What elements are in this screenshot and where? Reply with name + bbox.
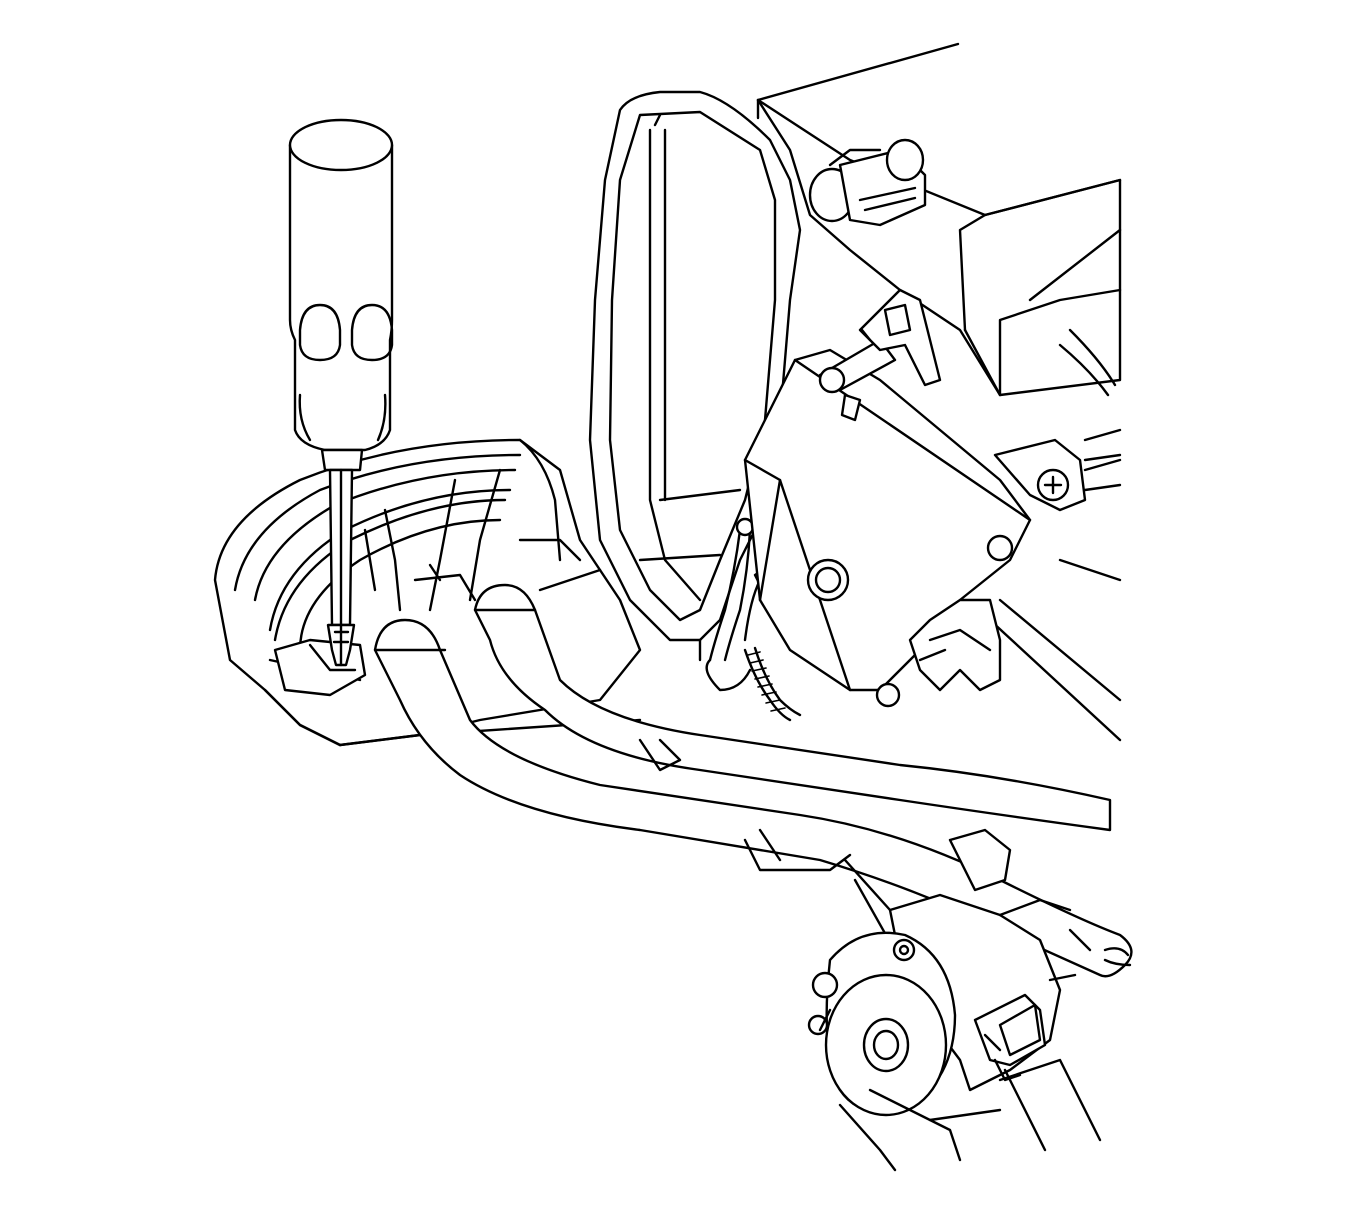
- torx-screwdriver: [288, 118, 394, 667]
- vent-connector: [808, 138, 927, 227]
- wire-coil: [747, 651, 786, 712]
- blower-motor-assembly: [743, 828, 1102, 1172]
- blower-motor: [824, 931, 957, 1117]
- mounting-bracket: [993, 438, 1122, 512]
- duct-frame: [588, 90, 802, 662]
- hose-tubes: [373, 583, 1133, 978]
- actuator-motor: [743, 288, 1032, 708]
- electrical-connector: [973, 993, 1047, 1082]
